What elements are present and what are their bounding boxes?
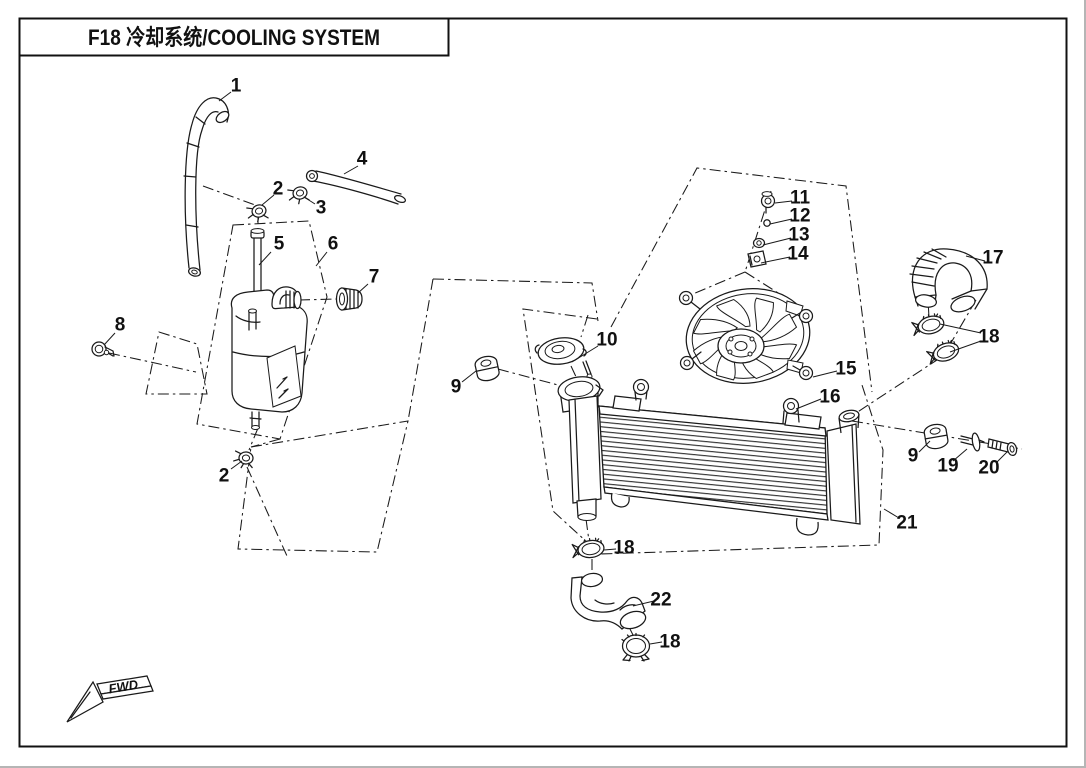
bolt-part20 [987, 438, 1018, 457]
region-fan [610, 167, 873, 393]
callout-leader-5 [258, 251, 272, 266]
title-block: F18 冷却系统/COOLING SYSTEM [18, 17, 450, 57]
callout-leader-18 [603, 548, 617, 551]
axis-bolt8 [108, 352, 197, 373]
callout-leader-9 [461, 370, 477, 383]
part-callout-18: 18 [613, 538, 634, 559]
part-callout-15: 15 [835, 359, 857, 380]
part-callout-6: 6 [328, 234, 339, 255]
fan-hub [717, 328, 765, 364]
callout-leader-9 [918, 440, 931, 453]
callout-leader-16 [795, 398, 822, 410]
fwd-label: FWD [107, 677, 139, 697]
axis-grommet9a [497, 368, 559, 386]
part-callout-20: 20 [978, 458, 999, 479]
bracket-hook-part16 [782, 397, 800, 424]
part-callout-11: 11 [790, 188, 811, 209]
part-callout-10: 10 [596, 330, 617, 351]
callout-leader-13 [762, 237, 792, 246]
part-callout-7: 7 [369, 267, 380, 288]
axis-drain-clamp2 [246, 427, 288, 557]
fan-blade [716, 298, 751, 328]
part-callout-9: 9 [908, 446, 919, 467]
callout-leader-11 [774, 200, 793, 204]
cooling-fan-part15 [678, 288, 814, 384]
part-callout-19: 19 [937, 456, 958, 477]
part-callout-18: 18 [659, 632, 680, 653]
callout-leader-15 [812, 370, 838, 378]
callout-leader-19 [952, 448, 968, 462]
part-callout-17: 17 [982, 248, 1003, 269]
page-border [18, 17, 1068, 748]
overflow-hose-part1 [183, 97, 230, 277]
region-connector [250, 438, 281, 448]
region-edge [407, 278, 434, 422]
callout-leader-6 [315, 251, 328, 267]
region-bolt8 [145, 331, 208, 395]
part-callout-13: 13 [788, 225, 809, 246]
hose-segment-ticks [183, 116, 206, 228]
collar-part19 [960, 432, 985, 452]
fan-mount-tabs [678, 290, 814, 381]
radiator-part21 [557, 376, 861, 536]
callout-leader-20 [995, 451, 1008, 464]
clip-nut-part14 [747, 250, 767, 268]
part-callout-21: 21 [896, 513, 918, 534]
reservoir-cap-part7 [335, 287, 363, 311]
callout-leader-10 [571, 345, 599, 363]
bolt-part8 [91, 341, 115, 357]
title-box [18, 17, 450, 57]
radiator-cap-part10 [534, 337, 593, 380]
outlet-hose-part22 [570, 572, 647, 630]
part-callout-9: 9 [451, 377, 462, 398]
callout-leader-2 [261, 194, 275, 206]
callout-leader-18 [939, 323, 982, 334]
fan-blade [692, 318, 738, 335]
fan-blade [760, 313, 798, 343]
callout-leader-14 [760, 256, 791, 264]
vent-hose-part4 [305, 169, 406, 205]
callout-leader-22 [632, 600, 655, 607]
corrugation-lines [909, 248, 947, 287]
region-radiator-top [432, 278, 599, 322]
region-radiator [522, 308, 884, 555]
reservoir-tank-part6 [230, 286, 308, 430]
part-callout-1: 1 [231, 76, 242, 97]
callout-leader-17 [965, 255, 986, 262]
callout-leader-4 [343, 165, 359, 175]
elbow-hose-part17 [909, 248, 988, 313]
axis-cap10 [570, 314, 589, 382]
callout-leader-2 [230, 460, 243, 470]
callout-leader-18 [649, 641, 663, 645]
part-callout-4: 4 [357, 149, 368, 170]
callout-leader-1 [218, 91, 232, 102]
part-callout-2: 2 [219, 466, 230, 487]
callout-leader-21 [883, 508, 900, 519]
callout-leader-7 [357, 283, 369, 294]
callout-leader-12 [769, 218, 793, 225]
callout-leader-18 [949, 340, 982, 353]
region-lower-left [237, 420, 409, 553]
part-callout-16: 16 [819, 387, 840, 408]
part-callout-8: 8 [115, 315, 126, 336]
bracket-hook-left [632, 378, 650, 401]
fwd-arrow: FWD [66, 675, 154, 723]
part-callout-2: 2 [273, 179, 284, 200]
fan-blade [754, 297, 774, 333]
callout-leader-8 [103, 332, 116, 346]
axis-cap7 [298, 298, 338, 301]
part-callout-12: 12 [789, 206, 810, 227]
part-callout-18: 18 [978, 327, 999, 348]
nut-part12 [763, 219, 771, 227]
part-callout-3: 3 [316, 198, 327, 219]
part-callout-5: 5 [274, 234, 285, 255]
callout-leader-3 [303, 196, 316, 205]
part-callout-22: 22 [650, 590, 671, 611]
grommet-part9b [922, 422, 950, 451]
page-title: F18 冷却系统/COOLING SYSTEM [88, 25, 380, 50]
part-callout-14: 14 [787, 244, 809, 265]
